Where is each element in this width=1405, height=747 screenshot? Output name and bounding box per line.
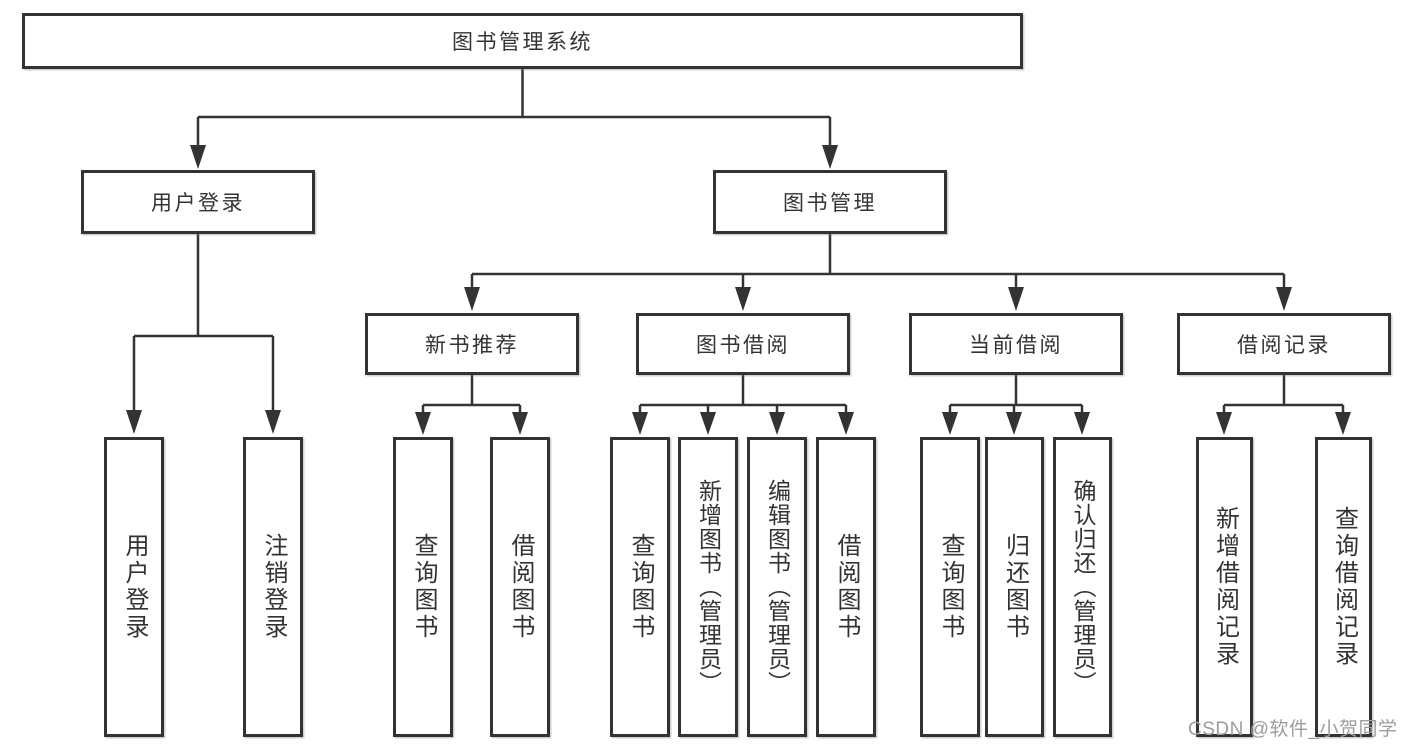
leaf-borrow-book-recommend: 借阅图书	[490, 437, 550, 737]
node-user-login-label: 用户登录	[151, 192, 245, 215]
leaf-logout: 注销登录	[243, 437, 303, 737]
leaf-user-login-label: 用户登录	[121, 533, 148, 641]
node-new-book-recommend-label: 新书推荐	[425, 334, 519, 357]
leaf-query-book-borrowing: 查询图书	[610, 437, 670, 737]
node-borrowing-records-label: 借阅记录	[1237, 334, 1331, 357]
leaf-user-login: 用户登录	[104, 437, 164, 737]
leaf-add-book-admin-label: 新增图书（管理员）	[695, 479, 722, 695]
leaf-query-book-borrowing-label: 查询图书	[627, 533, 654, 641]
leaf-query-borrow-record-label: 查询借阅记录	[1330, 506, 1358, 668]
leaf-add-borrow-record: 新增借阅记录	[1196, 437, 1253, 737]
node-current-borrowing-label: 当前借阅	[969, 334, 1063, 357]
leaf-query-book-recommend: 查询图书	[393, 437, 453, 737]
leaf-return-book-label: 归还图书	[1001, 533, 1029, 641]
leaf-query-book-current: 查询图书	[920, 437, 980, 737]
node-borrowing-records: 借阅记录	[1177, 313, 1391, 375]
node-book-borrowing: 图书借阅	[636, 313, 850, 375]
leaf-add-book-admin: 新增图书（管理员）	[678, 437, 738, 737]
csdn-watermark: CSDN @软件_小贺同学	[1188, 719, 1398, 740]
node-book-management-label: 图书管理	[783, 192, 877, 215]
leaf-add-borrow-record-label: 新增借阅记录	[1211, 506, 1239, 668]
node-book-borrowing-label: 图书借阅	[696, 334, 790, 357]
node-root-system-label: 图书管理系统	[452, 31, 593, 54]
leaf-edit-book-admin-label: 编辑图书（管理员）	[764, 479, 791, 695]
leaf-confirm-return-admin: 确认归还（管理员）	[1053, 437, 1112, 737]
leaf-query-borrow-record: 查询借阅记录	[1315, 437, 1372, 737]
leaf-borrow-book-recommend-label: 借阅图书	[507, 533, 534, 641]
leaf-return-book: 归还图书	[985, 437, 1044, 737]
leaf-edit-book-admin: 编辑图书（管理员）	[747, 437, 807, 737]
leaf-borrow-book-borrowing-label: 借阅图书	[833, 533, 860, 641]
node-user-login: 用户登录	[81, 170, 315, 234]
node-new-book-recommend: 新书推荐	[365, 313, 579, 375]
node-root-system: 图书管理系统	[22, 13, 1023, 69]
leaf-logout-label: 注销登录	[260, 533, 287, 641]
node-book-management: 图书管理	[713, 170, 947, 234]
node-current-borrowing: 当前借阅	[909, 313, 1123, 375]
leaf-query-book-recommend-label: 查询图书	[410, 533, 437, 641]
leaf-confirm-return-admin-label: 确认归还（管理员）	[1070, 479, 1096, 695]
leaf-borrow-book-borrowing: 借阅图书	[816, 437, 876, 737]
leaf-query-book-current-label: 查询图书	[937, 533, 964, 641]
